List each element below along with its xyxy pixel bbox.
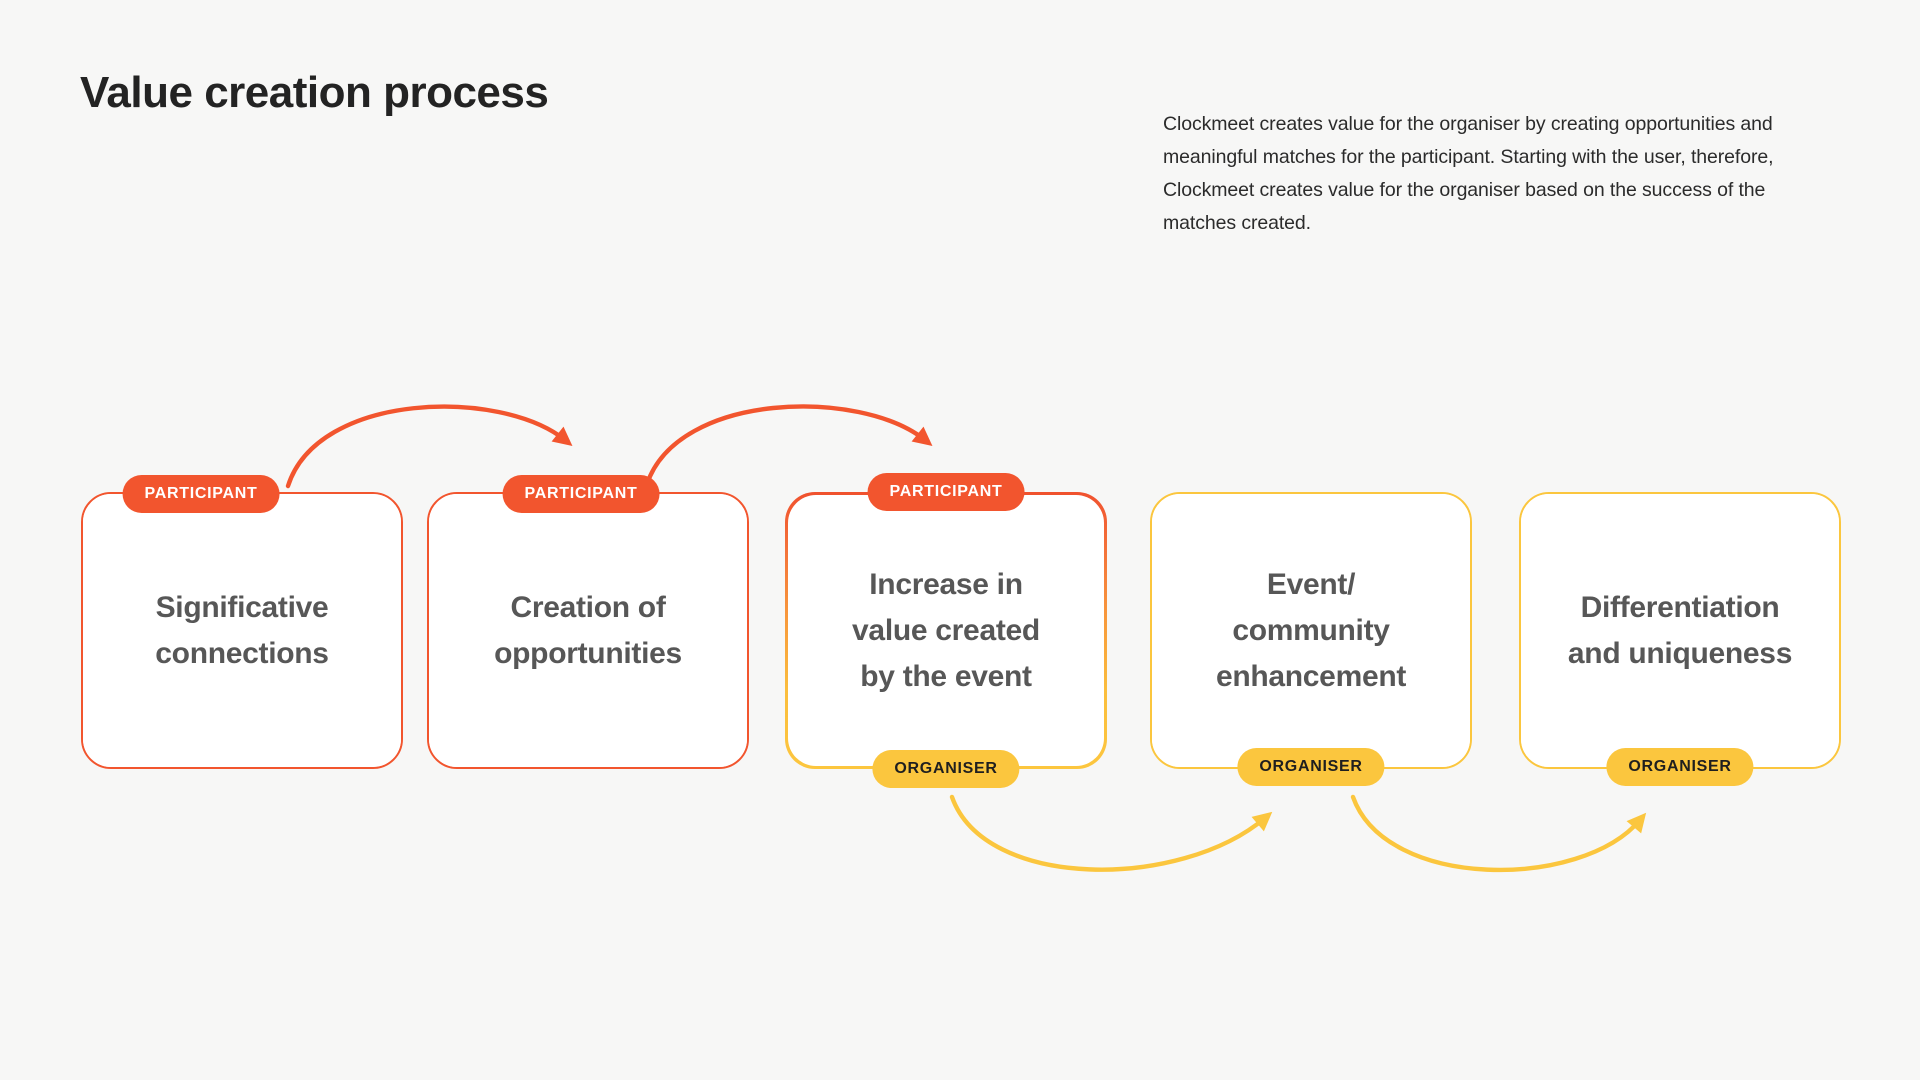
- organiser-arrow-2: [1350, 794, 1647, 873]
- card-label: Creation of opportunities: [494, 590, 682, 670]
- card-surface: Differentiation and uniqueness: [1521, 494, 1839, 767]
- card-surface: Increase in value created by the event: [787, 494, 1105, 767]
- card-label: Differentiation and uniqueness: [1567, 590, 1793, 670]
- badge-participant[interactable]: PARTICIPANT: [502, 475, 660, 513]
- badge-participant[interactable]: PARTICIPANT: [122, 475, 280, 513]
- card-label: Significative connections: [155, 590, 329, 670]
- card-surface: Event/ community enhancement: [1152, 494, 1470, 767]
- flow-card-differentiation-and-uniqueness[interactable]: Differentiation and uniqueness ORGANISER: [1519, 492, 1841, 786]
- badge-organiser[interactable]: ORGANISER: [1606, 748, 1754, 786]
- card-surface: Creation of opportunities: [429, 494, 747, 767]
- badge-organiser[interactable]: ORGANISER: [872, 750, 1020, 788]
- card-surface: Significative connections: [83, 494, 401, 767]
- card-label: Increase in value created by the event: [852, 567, 1040, 693]
- flow-card-significative-connections[interactable]: Significative connections PARTICIPANT: [81, 475, 403, 769]
- badge-participant[interactable]: PARTICIPANT: [867, 473, 1025, 511]
- badge-organiser[interactable]: ORGANISER: [1237, 748, 1385, 786]
- card-label: Event/ community enhancement: [1215, 567, 1407, 693]
- intro-paragraph: Clockmeet creates value for the organise…: [1163, 113, 1774, 234]
- flow-card-increase-in-value-created-by-the-event[interactable]: Increase in value created by the event P…: [785, 473, 1107, 788]
- organiser-arrow-1: [949, 794, 1273, 872]
- page-title: Value creation process: [80, 68, 549, 117]
- flow-card-event-community-enhancement[interactable]: Event/ community enhancement ORGANISER: [1150, 492, 1472, 786]
- flow-card-creation-of-opportunities[interactable]: Creation of opportunities PARTICIPANT: [427, 475, 749, 769]
